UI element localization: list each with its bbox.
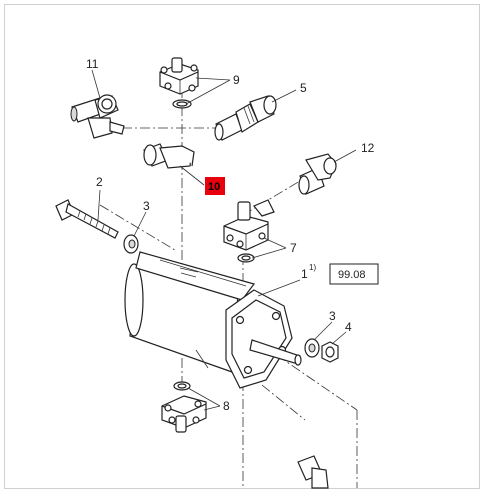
bottom-right-fitting bbox=[297, 455, 329, 489]
callout-9: 9 bbox=[233, 73, 240, 87]
part-9-flange-block bbox=[159, 57, 199, 109]
callout-10-highlighted[interactable]: 10 bbox=[208, 181, 220, 193]
callout-7: 7 bbox=[290, 241, 297, 255]
callout-3-upper: 3 bbox=[143, 199, 150, 213]
part-3-washer-lower bbox=[304, 338, 320, 358]
callout-11: 11 bbox=[86, 57, 99, 71]
callout-1-footnote: 1) bbox=[309, 263, 316, 272]
reference-box bbox=[329, 263, 379, 285]
part-12-elbow-fitting bbox=[298, 153, 337, 195]
part-8-flange-block bbox=[161, 381, 207, 433]
highlight-box-10 bbox=[205, 177, 225, 195]
part-11-tee-fitting bbox=[70, 94, 125, 139]
callout-5: 5 bbox=[300, 81, 307, 95]
callout-12: 12 bbox=[361, 141, 375, 155]
callout-8: 8 bbox=[223, 399, 230, 413]
part-4-nut bbox=[321, 341, 339, 363]
callout-3-lower: 3 bbox=[329, 309, 336, 323]
part-7-fitting-block bbox=[223, 199, 275, 263]
leader-lines bbox=[91, 69, 357, 411]
callout-2: 2 bbox=[96, 175, 103, 189]
part-2-bolt bbox=[55, 199, 119, 239]
callout-labels: 11 9 5 12 10 2 3 7 1 1) 99.08 3 4 8 bbox=[86, 57, 379, 413]
part-1-hydraulic-motor bbox=[124, 251, 302, 389]
callout-1: 1 bbox=[301, 267, 308, 281]
reference-box-text: 99.08 bbox=[338, 269, 366, 281]
part-5-hose-fitting bbox=[214, 95, 277, 141]
callout-4: 4 bbox=[345, 320, 352, 334]
part-10-elbow-fitting bbox=[143, 143, 195, 169]
part-3-washer-upper bbox=[123, 234, 139, 254]
